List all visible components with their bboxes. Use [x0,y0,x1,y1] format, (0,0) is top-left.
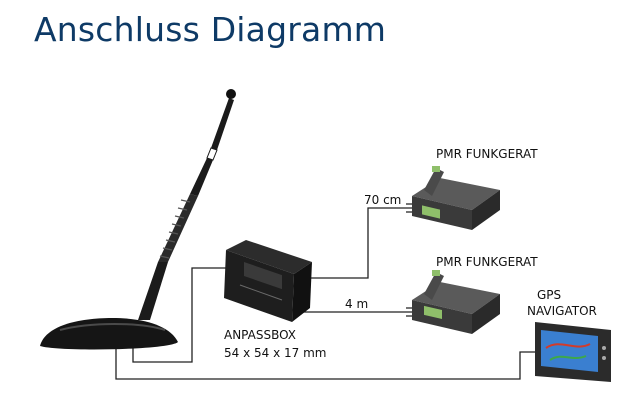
pmr-radio-top-icon [412,166,500,230]
connector-mark-bottom [406,307,412,317]
label-cable-70cm: 70 cm [364,193,402,207]
cable-box-to-pmr-top [300,207,424,279]
cable-to-gps [115,346,535,380]
label-pmr-top: PMR FUNKGERAT [436,147,538,161]
antenna-icon [40,89,236,350]
label-gps-line2: NAVIGATOR [527,304,597,318]
page-title: Anschluss Diagramm [34,10,387,49]
cables [115,203,535,380]
label-box-name: ANPASSBOX [224,328,297,342]
pmr-radio-bottom-icon [412,270,500,334]
connector-mark-top [406,203,412,213]
cable-antenna-to-box [132,267,236,363]
label-box-dims: 54 x 54 x 17 mm [224,346,327,360]
label-cable-4m: 4 m [345,297,369,311]
anpassbox-icon [224,240,312,322]
label-gps-line1: GPS [537,288,562,302]
label-pmr-bottom: PMR FUNKGERAT [436,255,538,269]
gps-navigator-icon [535,322,611,382]
